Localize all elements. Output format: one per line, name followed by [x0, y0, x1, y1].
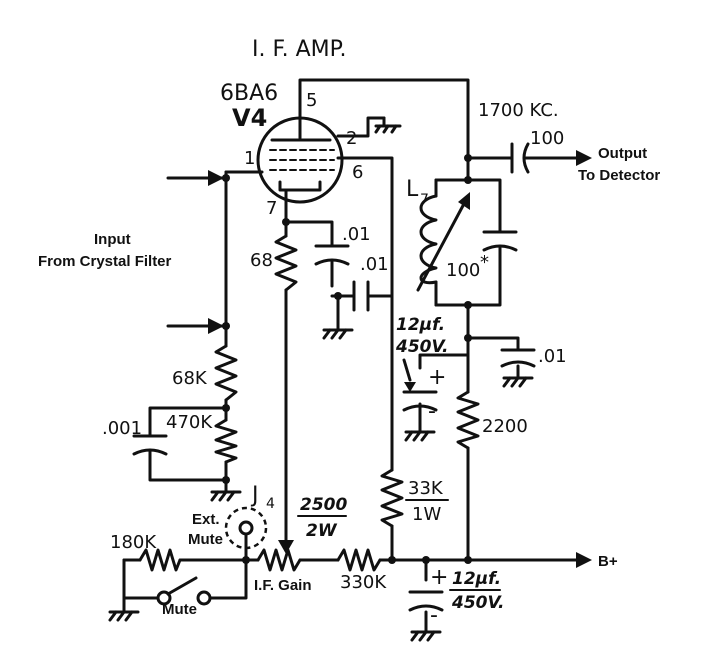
- r-2200-label: 2200: [482, 416, 528, 437]
- screen-bypass-label: .01: [538, 346, 567, 367]
- screen-bypass-cap: [352, 280, 370, 312]
- ext-mute-2: Mute: [188, 531, 223, 548]
- resistor-180k: [138, 548, 182, 572]
- tube-type: 6BA6: [220, 81, 278, 106]
- jack-j4: [224, 506, 268, 550]
- output-arrow: [576, 150, 592, 166]
- r-470k-label: 470K: [166, 412, 213, 433]
- c-001-label: .001: [102, 418, 142, 439]
- frequency-label: 1700 KC.: [478, 100, 559, 121]
- input-label-1: Input: [94, 231, 131, 248]
- jack-sub: 4: [266, 496, 275, 512]
- pin-cathode: 7: [266, 198, 277, 219]
- wiring: [122, 78, 580, 634]
- mute-ground: [108, 596, 140, 622]
- grid-ground: [210, 490, 242, 502]
- tank-cap-mark: *: [480, 252, 489, 273]
- bypass-cap-1-label: .01: [342, 224, 371, 245]
- resistor-330k: [336, 548, 382, 572]
- ext-mute-1: Ext.: [192, 511, 220, 528]
- cap-001: [132, 434, 168, 456]
- mute-switch: [156, 576, 212, 606]
- cathode-resistor-label: 68: [250, 250, 273, 271]
- r-33k-watt: 1W: [412, 504, 441, 525]
- tank-cap-label: 100: [446, 260, 480, 281]
- filter-cap-2-voltage: 450V.: [451, 593, 504, 613]
- coupling-capacitor: [510, 142, 530, 174]
- bypass-cap-right: [500, 348, 536, 388]
- filter-cap-2-value: 12µf.: [452, 569, 501, 589]
- pin-screen: 2: [346, 128, 357, 149]
- resistor-33k: [380, 468, 404, 528]
- r-68k-label: 68K: [172, 368, 208, 389]
- tube-designator: V4: [232, 104, 267, 132]
- filter-cap-1-minus: -: [428, 399, 436, 424]
- input-arrow-2: [208, 318, 224, 334]
- tube-v4: [256, 116, 344, 204]
- filter-cap-2: [408, 590, 444, 642]
- input-arrow-1: [208, 170, 224, 186]
- pot-value: 2500: [300, 495, 347, 515]
- resistor-68: [274, 234, 298, 292]
- bypass-cap-2-label: .01: [360, 254, 389, 275]
- output-label-2: To Detector: [578, 167, 660, 184]
- filter-cap-1-voltage: 450V.: [395, 337, 448, 357]
- r-33k-label: 33K: [408, 478, 444, 499]
- resistor-68k: [214, 344, 238, 402]
- bplus-label: B+: [598, 553, 618, 570]
- pin-6: 6: [352, 162, 363, 183]
- coil-label: L: [406, 177, 419, 202]
- resistor-2200: [456, 390, 480, 450]
- if-gain-label: I.F. Gain: [254, 577, 312, 594]
- title: I. F. AMP.: [252, 37, 346, 62]
- pin-plate: 5: [306, 90, 317, 111]
- filter-cap-1-value: 12µf.: [396, 315, 445, 335]
- pot-watt: 2W: [306, 521, 338, 541]
- tank-capacitor: [482, 230, 518, 252]
- potentiometer-2500: [256, 548, 302, 572]
- tank-coil: [416, 192, 470, 292]
- output-label-1: Output: [598, 145, 647, 162]
- resistor-470k: [214, 418, 238, 464]
- r-180k-label: 180K: [110, 532, 157, 553]
- r-330k-label: 330K: [340, 572, 387, 593]
- filter-cap-1-plus: +: [428, 365, 446, 390]
- mute-label: Mute: [162, 601, 197, 618]
- screen-ground: [374, 116, 402, 134]
- cathode-ground: [322, 328, 354, 340]
- junction-dots: [222, 154, 472, 564]
- bplus-arrow: [576, 552, 592, 568]
- filter-cap-2-minus: -: [430, 603, 438, 628]
- cathode-bypass-cap: [314, 244, 350, 266]
- jack-label: J: [250, 483, 259, 508]
- coupling-cap-label: 100: [530, 128, 564, 149]
- pin-grid: 1: [244, 148, 255, 169]
- input-label-2: From Crystal Filter: [38, 253, 172, 270]
- filter-cap-2-plus: +: [430, 565, 448, 590]
- pot-wiper-arrow: [278, 540, 294, 554]
- coil-sub: 7: [420, 192, 429, 208]
- filter-cap-1: [402, 358, 438, 442]
